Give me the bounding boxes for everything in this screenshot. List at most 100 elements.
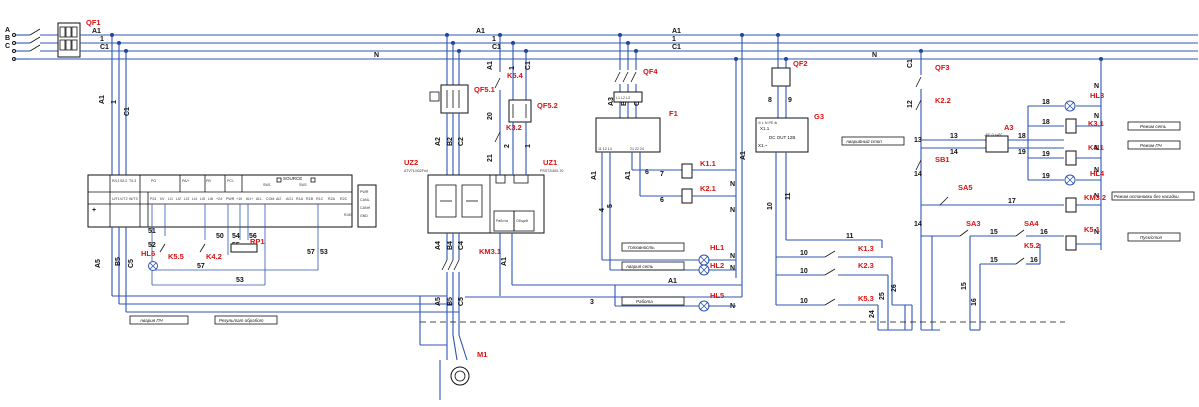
k51-label: K5.1 (1084, 225, 1100, 234)
k23-label: K2.3 (858, 261, 874, 270)
wire-18-c: 18 (1042, 119, 1050, 126)
wire-b2: B2 (447, 137, 454, 146)
wire-15-b: 15 (990, 257, 998, 264)
wire-14-a: 14 (914, 171, 922, 178)
k13-label: K1.3 (858, 244, 874, 253)
wire-16-c: 16 (971, 298, 978, 306)
svg-text:S/L2: S/L2 (120, 179, 127, 183)
mode-mains-label: Режим сеть (1140, 124, 1167, 129)
svg-text:LI4: LI4 (192, 197, 197, 201)
svg-text:11 12 14: 11 12 14 (598, 147, 612, 151)
uz2-left-terminal-strip: U/T1 V/T2 W/T3 P24 0V LI1 LI2 LI3 LI4 LI… (112, 197, 348, 201)
main-buses: A1 1 C1 A1 1 C1 A1 1 C1 N N (14, 28, 1198, 60)
fault-ch-label: Авария ПЧ (139, 318, 164, 323)
wire-19-c: 19 (1042, 173, 1050, 180)
k11-label: K1.1 (700, 159, 716, 168)
svg-text:L1 L2 L3: L1 L2 L3 (616, 96, 630, 100)
wire-c2: C2 (458, 137, 465, 146)
wire-15-a: 15 (990, 229, 998, 236)
a3-label: A3 (1004, 123, 1014, 132)
left-bottom-labels: Авария ПЧ Результат обработ (129, 315, 278, 325)
wire-14-b: 14 (914, 221, 922, 228)
n-right-5: N (1094, 193, 1099, 200)
wire-13-b: 13 (950, 133, 958, 140)
wire-3: 3 (590, 299, 594, 306)
wire-1-b1: 1 (509, 66, 516, 70)
wire-14-c: 14 (950, 149, 958, 156)
wire-1-b2: 1 (525, 144, 532, 148)
n-hl1: N (730, 253, 735, 260)
svg-text:PC/-: PC/- (227, 179, 235, 183)
fault-ch-box (129, 315, 189, 325)
g3-label: G3 (814, 112, 824, 121)
bus-1-label-1: 1 (100, 36, 104, 43)
g3-model: DC OUT 12В (769, 135, 795, 140)
hl3-label: HL3 (1090, 91, 1104, 100)
hl6-label: HL6 (141, 249, 155, 258)
wire-12: 12 (907, 100, 914, 108)
qf4-label: QF4 (643, 67, 658, 76)
wire-5: 5 (607, 204, 614, 208)
phase-a-label: A (5, 27, 10, 34)
bus-n-label-2: N (872, 52, 877, 59)
n-k11: N (730, 181, 735, 188)
svg-text:RJ45: RJ45 (344, 213, 352, 217)
wire-c1-qf3: C1 (907, 59, 914, 68)
wire-c5: C5 (128, 259, 135, 268)
svg-text:R1A: R1A (296, 197, 304, 201)
wire-18-b: 18 (1042, 99, 1050, 106)
km31-label: KM3.1 (479, 247, 501, 256)
svg-text:P24: P24 (150, 197, 156, 201)
bus-a1-label-1: A1 (92, 28, 101, 35)
svg-text:R1B: R1B (306, 197, 314, 201)
work-box (621, 296, 685, 306)
uz1-subtitle: PSS72/400-70 (540, 169, 563, 173)
input-terminals: A B C (5, 27, 58, 61)
mode-no-drive-label: Режим остановки без насадки (1114, 194, 1179, 199)
wire-a5-m: A5 (435, 297, 442, 306)
uz2-subtitle: ATV71/432Fn4 (404, 169, 428, 173)
wire-21: 21 (487, 154, 494, 162)
qf2-label: QF2 (793, 59, 808, 68)
bus-1-label-3: 1 (672, 36, 676, 43)
svg-text:CANH: CANH (360, 206, 371, 210)
svg-text:CANL: CANL (360, 198, 370, 202)
k55-label: K5.5 (168, 252, 184, 261)
ready-label: Готовность (628, 245, 655, 250)
svg-text:21 22 24: 21 22 24 (630, 147, 644, 151)
svg-text:PB: PB (206, 179, 211, 183)
mains-fault-box (621, 261, 685, 271)
speed-result-box (214, 315, 278, 325)
wire-25: 25 (879, 292, 886, 300)
wire-19-b: 19 (1042, 151, 1050, 158)
wire-11: 11 (846, 233, 854, 240)
sa4-label: SA4 (1024, 219, 1039, 228)
wire-6: 6 (660, 197, 664, 204)
source-label: SOURCE (283, 176, 302, 181)
k21-label: K2.1 (700, 184, 716, 193)
sb1-label: SB1 (935, 155, 950, 164)
wire-c1-left: C1 (124, 107, 131, 116)
wire-c5-m: C5 (458, 297, 465, 306)
k31-label: K3.1 (1088, 119, 1104, 128)
n-right-4: N (1094, 167, 1099, 174)
wire-10-c: 10 (800, 298, 808, 305)
wire-1-left: 1 (111, 100, 118, 104)
svg-text:GND: GND (360, 214, 368, 218)
qf3-label: QF3 (935, 63, 950, 72)
svg-text:+10: +10 (236, 197, 242, 201)
wire-4: 4 (599, 208, 606, 212)
wire-18-a: 18 (1018, 133, 1026, 140)
wire-a5: A5 (95, 259, 102, 268)
hl4-label: HL4 (1090, 169, 1105, 178)
rp1-label: RP1 (250, 237, 265, 246)
wire-54: 54 (232, 233, 240, 240)
uz2-plus-glyph: + (92, 207, 96, 214)
wire-57-b: 57 (307, 249, 315, 256)
phase-c-label: C (5, 43, 10, 50)
wire-24: 24 (869, 310, 876, 318)
wire-a1-b1: A1 (487, 61, 494, 70)
wire-a1-ret: A1 (668, 278, 677, 285)
wire-16-b: 16 (1030, 257, 1038, 264)
qf1-breaker: QF1 (57, 18, 101, 58)
